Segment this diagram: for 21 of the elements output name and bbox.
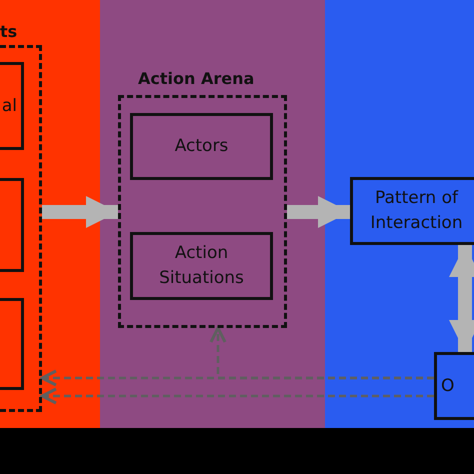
box-label: Actors	[174, 135, 228, 158]
box-label: Action Situations	[158, 242, 245, 290]
arrow	[287, 196, 350, 228]
dashed-group-box	[0, 45, 42, 412]
arrow	[42, 196, 118, 228]
group-heading: ts	[0, 22, 18, 41]
empty-box	[0, 178, 24, 272]
dashed-feedback-arrow	[210, 326, 434, 380]
group-heading: Action Arena	[138, 69, 254, 88]
process-box	[434, 352, 474, 420]
process-box	[130, 113, 273, 180]
arrow	[449, 245, 474, 352]
box-label: al	[2, 94, 17, 118]
dashed-feedback-arrow	[40, 388, 434, 404]
process-box	[130, 232, 273, 300]
box-label: O	[441, 374, 454, 398]
box-label: Pattern of Interaction	[369, 187, 464, 235]
process-box	[0, 62, 24, 150]
empty-box	[0, 298, 24, 390]
process-box	[350, 177, 474, 245]
dashed-group-box	[118, 95, 287, 328]
